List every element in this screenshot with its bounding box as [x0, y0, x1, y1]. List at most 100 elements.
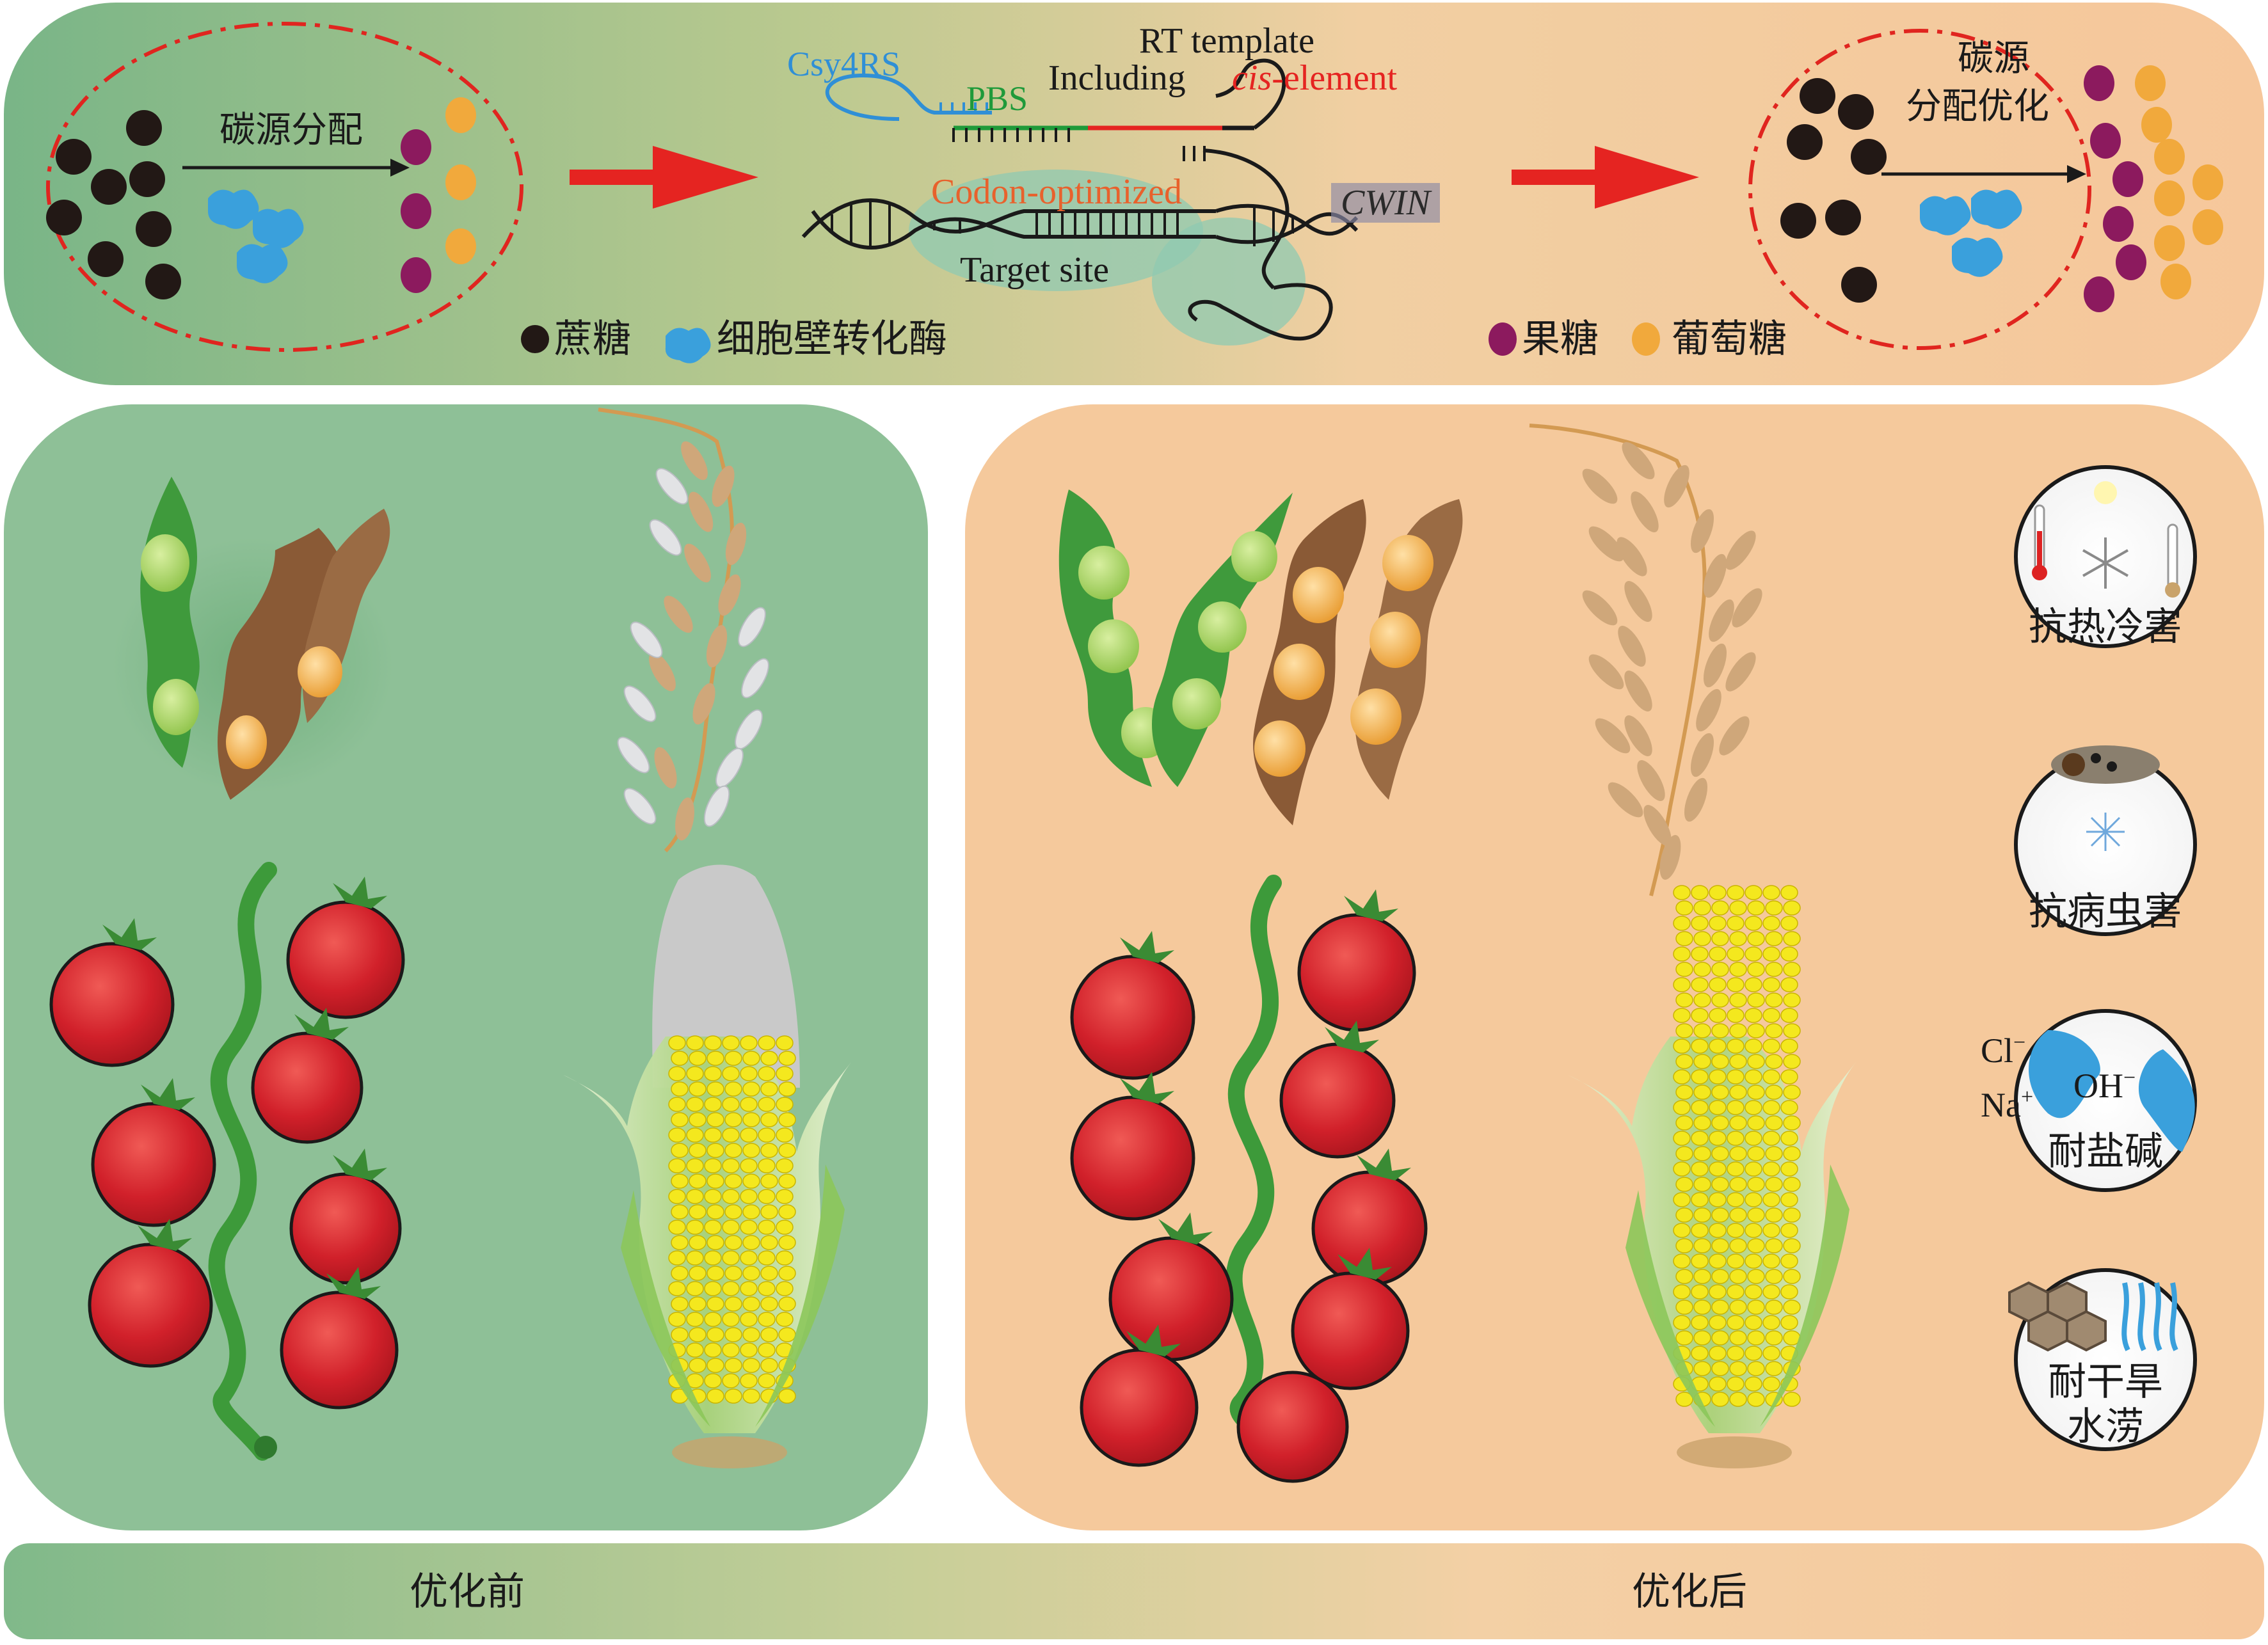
- corn-kernel: [724, 1173, 742, 1189]
- label-target-site: Target site: [960, 250, 1109, 290]
- corn-kernel: [740, 1373, 758, 1388]
- corn-kernel: [1780, 916, 1798, 931]
- corn-kernel: [1693, 1269, 1711, 1284]
- corn-kernel: [742, 1358, 760, 1373]
- corn-kernel: [1745, 946, 1762, 962]
- corn-kernel: [1711, 1177, 1729, 1192]
- right-cell: 碳源 分配优化: [1748, 29, 2223, 350]
- corn-kernel: [707, 1358, 724, 1373]
- corn-kernel: [758, 1158, 776, 1173]
- left-cell-arrowhead: [390, 159, 410, 177]
- corn-kernel: [1691, 1069, 1709, 1085]
- corn-kernel: [758, 1250, 776, 1266]
- corn-kernel: [1745, 1346, 1762, 1361]
- corn-kernel: [724, 1388, 742, 1404]
- corn-kernel: [724, 1358, 742, 1373]
- corn-kernel: [1711, 1207, 1729, 1223]
- corn-kernel: [1675, 900, 1693, 916]
- corn-kernel: [1693, 1207, 1711, 1223]
- corn-kernel: [742, 1235, 760, 1250]
- corn-kernel: [1673, 1100, 1691, 1115]
- corn-kernel: [778, 1388, 796, 1404]
- corn-kernel: [740, 1250, 758, 1266]
- corn-kernel: [704, 1250, 722, 1266]
- corn-kernel: [776, 1281, 794, 1296]
- corn-kernel: [760, 1173, 778, 1189]
- corn-kernel: [704, 1342, 722, 1358]
- corn-kernel: [724, 1235, 742, 1250]
- corn-kernel: [707, 1388, 724, 1404]
- corn-kernel: [1745, 1376, 1762, 1392]
- sun-icon: [2094, 481, 2117, 504]
- corn-kernel: [686, 1158, 704, 1173]
- corn-kernel: [1783, 1115, 1801, 1131]
- corn-kernel: [776, 1250, 794, 1266]
- corn-kernel: [758, 1220, 776, 1235]
- corn-kernel: [1693, 1054, 1711, 1069]
- stress-label-drought: 耐干旱: [2048, 1360, 2163, 1404]
- corn-kernel: [1693, 1238, 1711, 1253]
- corn-kernel: [1762, 1008, 1780, 1023]
- soybean-pods-after: [1058, 489, 1463, 825]
- corn-kernel: [1693, 1146, 1711, 1161]
- corn-kernel: [671, 1266, 689, 1281]
- corn-kernel: [1729, 1361, 1747, 1376]
- corn-kernel: [1727, 1161, 1745, 1177]
- corn-kernel: [1783, 1238, 1801, 1253]
- corn-kernel: [1765, 962, 1783, 977]
- corn-kernel: [1783, 1146, 1801, 1161]
- corn-kernel: [1765, 1115, 1783, 1131]
- corn-kernel: [758, 1035, 776, 1051]
- corn-kernel: [1729, 1330, 1747, 1346]
- csy4rs-hairpin: [825, 73, 992, 121]
- corn-kernel: [1727, 1284, 1745, 1299]
- corn-kernel: [1783, 931, 1801, 946]
- corn-kernel: [1727, 1131, 1745, 1146]
- corn-kernel: [1711, 1023, 1729, 1038]
- corn-kernel: [1762, 1069, 1780, 1085]
- cracked-soil-icon: [2008, 1281, 2107, 1352]
- corn-kernel: [776, 1035, 794, 1051]
- corn-kernel: [686, 1342, 704, 1358]
- corn-kernel: [760, 1143, 778, 1158]
- corn-kernel: [1711, 900, 1729, 916]
- corn-kernel: [724, 1112, 742, 1127]
- corn-kernel: [1747, 1207, 1765, 1223]
- corn-kernel: [776, 1220, 794, 1235]
- glucose-dots-left: [445, 97, 476, 264]
- corn-kernel: [1780, 946, 1798, 962]
- corn-kernel: [758, 1373, 776, 1388]
- glucose-dots-right: [2135, 65, 2223, 299]
- corn-kernel: [686, 1220, 704, 1235]
- corn-kernel: [1729, 1299, 1747, 1315]
- corn-kernel: [758, 1189, 776, 1204]
- corn-kernel: [1673, 977, 1691, 992]
- corn-kernel: [1727, 1100, 1745, 1115]
- left-cell-membrane: [46, 22, 523, 352]
- corn-kernel: [1762, 1100, 1780, 1115]
- corn-kernel: [1675, 962, 1693, 977]
- cas9-shape: [909, 170, 1203, 291]
- corn-kernel: [740, 1312, 758, 1327]
- corn-kernel: [1783, 962, 1801, 977]
- corn-kernel: [1729, 1207, 1747, 1223]
- corn-kernel: [758, 1281, 776, 1296]
- dna-bottom-strand: [811, 210, 1216, 250]
- corn-kernel: [724, 1143, 742, 1158]
- corn-kernel: [740, 1158, 758, 1173]
- enzyme-blobs-left: [208, 189, 304, 283]
- corn-kernel: [707, 1296, 724, 1312]
- right-cell-label-line2: 分配优化: [1906, 86, 2049, 127]
- corn-kernel: [760, 1051, 778, 1066]
- pathogen-icon: [2086, 813, 2125, 851]
- corn-kernel: [1675, 931, 1693, 946]
- corn-kernel: [742, 1173, 760, 1189]
- corn-kernel: [1745, 1284, 1762, 1299]
- corn-kernel: [722, 1035, 740, 1051]
- corn-kernel: [1747, 1392, 1765, 1407]
- corn-kernel: [778, 1266, 796, 1281]
- corn-kernel: [689, 1235, 707, 1250]
- corn-kernel: [1675, 1269, 1693, 1284]
- corn-kernel: [1691, 1346, 1709, 1361]
